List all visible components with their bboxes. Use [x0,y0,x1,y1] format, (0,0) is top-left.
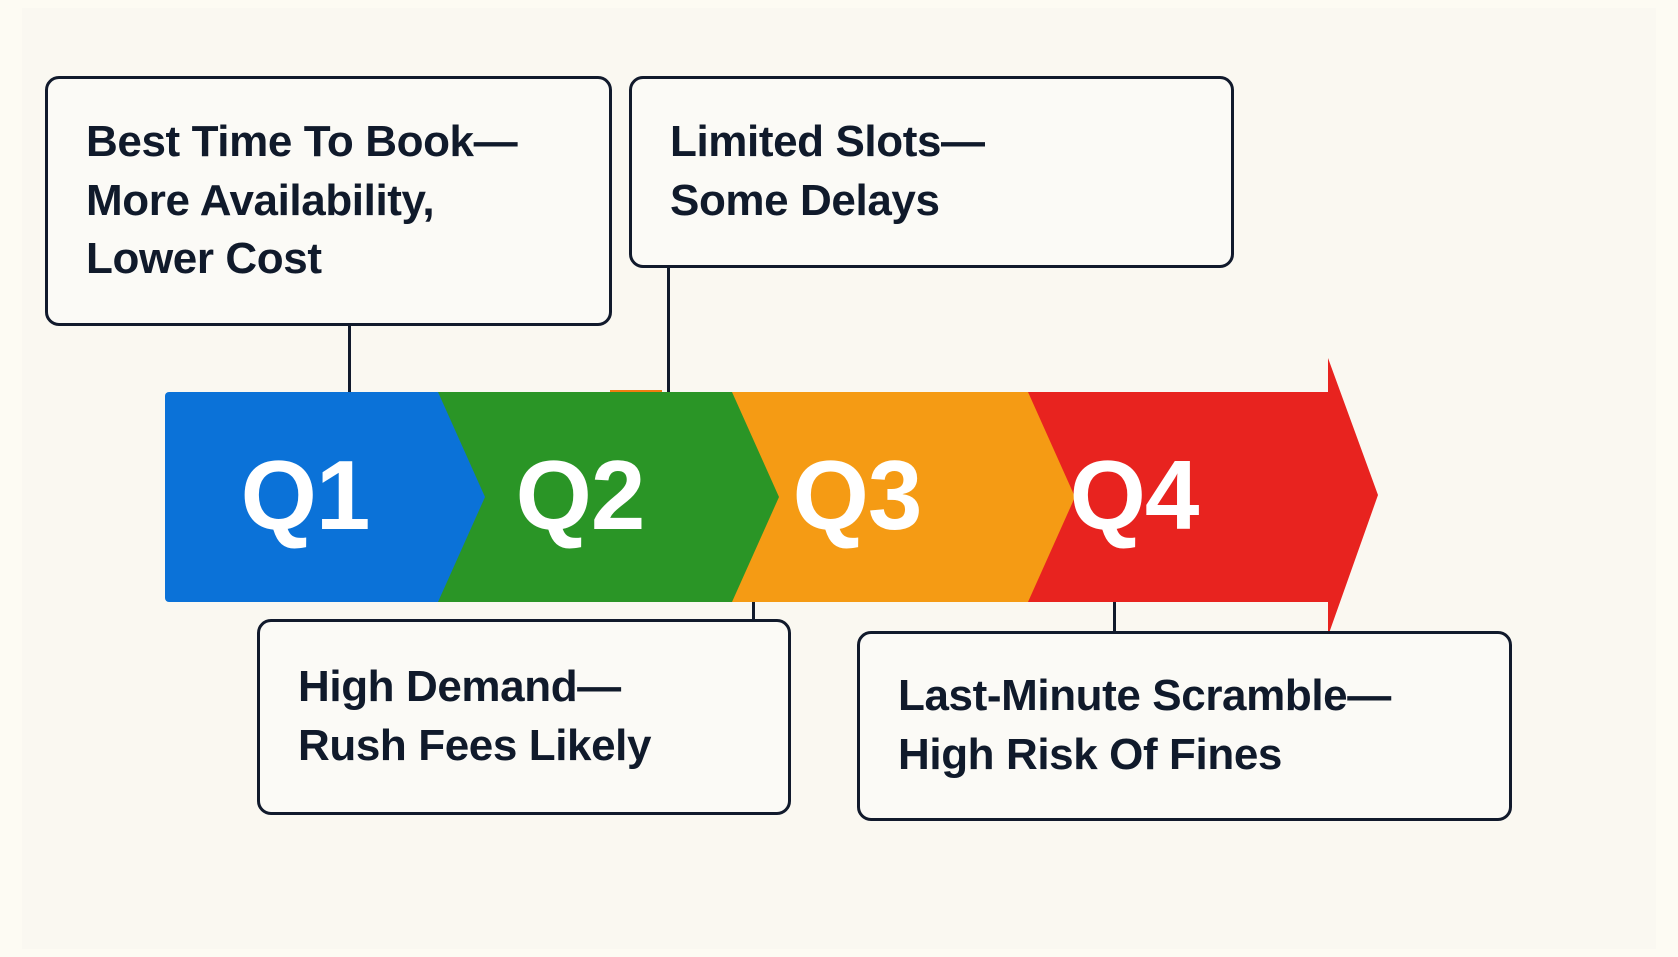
arrow-label-q4: Q4 [1070,440,1199,550]
callout-box-q3[interactable]: High Demand— Rush Fees Likely [257,619,791,815]
callout-q1-text: Best Time To Book— More Availability, Lo… [86,117,518,284]
arrow-label-q3: Q3 [793,440,922,550]
connector-line-q1 [348,324,351,396]
callout-box-q2[interactable]: Limited Slots— Some Delays [629,76,1234,268]
callout-q2-text: Limited Slots— Some Delays [670,117,985,225]
callout-q3-text: High Demand— Rush Fees Likely [298,662,652,770]
arrow-segment-q1[interactable] [165,392,485,602]
arrow-label-q1: Q1 [241,440,370,550]
arrow-label-q2: Q2 [516,440,645,550]
connector-line-q2 [667,265,670,396]
arrow-segment-q2[interactable] [390,392,779,602]
callout-box-q1[interactable]: Best Time To Book— More Availability, Lo… [45,76,612,326]
quarter-arrow-bar: Q1 Q2 Q3 Q4 [150,345,1400,645]
arrow-segment-q3[interactable] [687,392,1075,602]
callout-q4-text: Last-Minute Scramble— High Risk Of Fines [898,671,1391,779]
arrow-segment-q4[interactable] [980,358,1378,636]
callout-box-q4[interactable]: Last-Minute Scramble— High Risk Of Fines [857,631,1512,821]
